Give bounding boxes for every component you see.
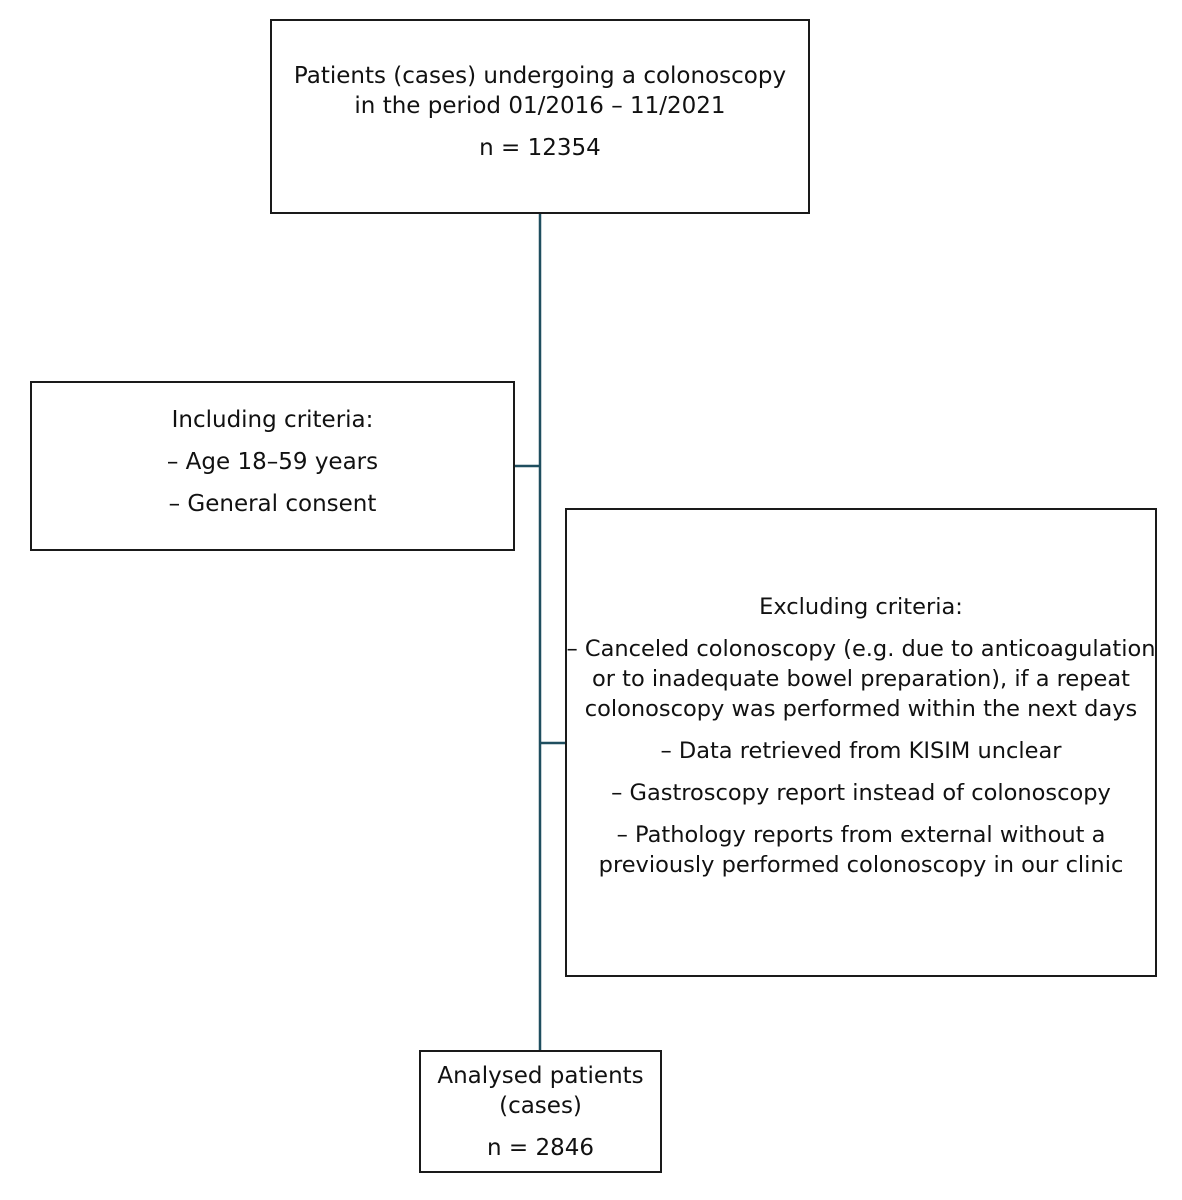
excluding-criterion-canceled-line-1: – Canceled colonoscopy (e.g. due to anti… [566, 635, 1156, 662]
including-criteria-box: Including criteria: – Age 18–59 years – … [30, 381, 515, 551]
excluding-criterion-pathology-line-1: – Pathology reports from external withou… [616, 821, 1106, 848]
including-criterion-age: – Age 18–59 years [166, 449, 379, 475]
excluding-criterion-canceled-line-2: or to inadequate bowel preparation), if … [592, 665, 1130, 692]
analysed-patients-box: Analysed patients (cases) n = 2846 [419, 1050, 662, 1173]
analysed-count: n = 2846 [486, 1134, 594, 1161]
analysed-label-line-2: (cases) [499, 1092, 582, 1119]
excluding-criteria-title: Excluding criteria: [759, 593, 963, 620]
excluding-criterion-kisim: – Data retrieved from KISIM unclear [660, 737, 1062, 764]
including-criteria-title: Including criteria: [171, 407, 374, 433]
start-population-box: Patients (cases) undergoing a colonoscop… [270, 19, 810, 214]
start-description-line-2: in the period 01/2016 – 11/2021 [354, 92, 726, 119]
start-count: n = 12354 [479, 134, 601, 161]
excluding-criterion-canceled-line-3: colonoscopy was performed within the nex… [584, 695, 1138, 722]
excluding-criterion-gastroscopy: – Gastroscopy report instead of colonosc… [611, 779, 1111, 806]
including-criterion-consent: – General consent [168, 491, 377, 517]
excluding-criterion-pathology-line-2: previously performed colonoscopy in our … [598, 851, 1124, 878]
excluding-criteria-box: Excluding criteria: – Canceled colonosco… [565, 508, 1157, 977]
start-description-line-1: Patients (cases) undergoing a colonoscop… [293, 62, 787, 89]
analysed-label-line-1: Analysed patients [437, 1062, 644, 1089]
